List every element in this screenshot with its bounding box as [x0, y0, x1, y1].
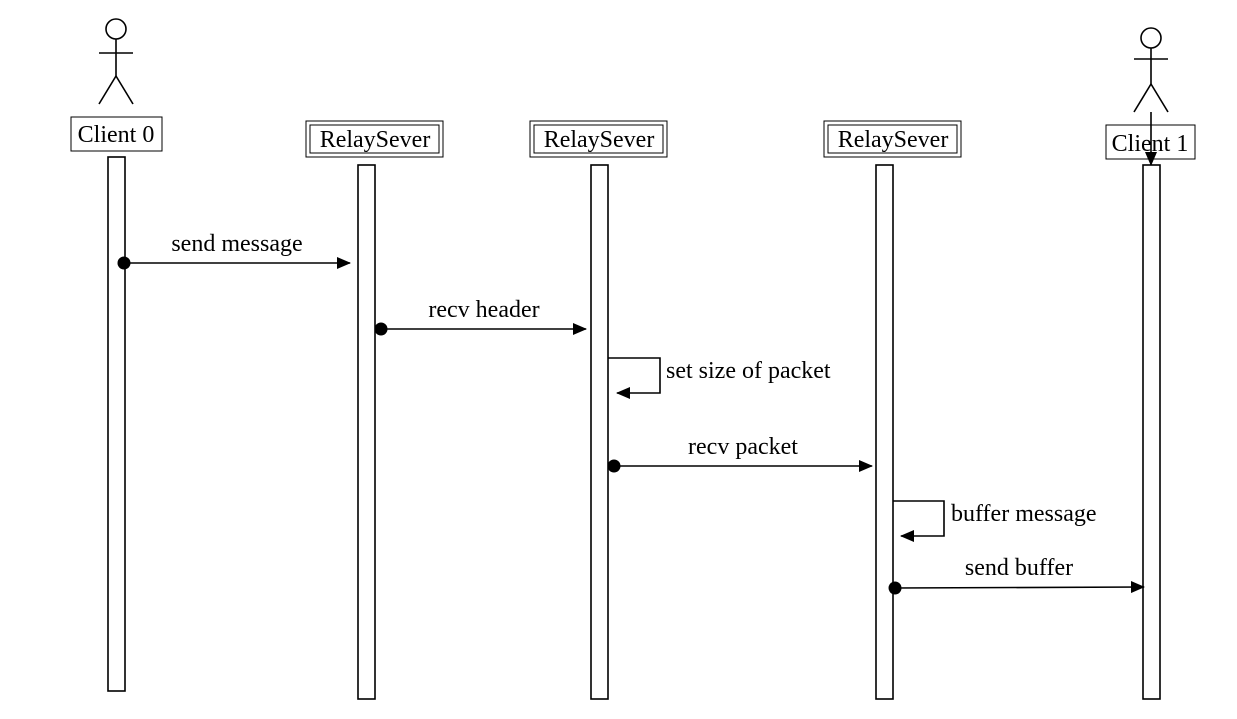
relay-1-label: RelaySever: [320, 127, 431, 153]
client-1-lifeline: [1142, 164, 1161, 700]
relay-2-label: RelaySever: [544, 127, 655, 153]
client-0-label: Client 0: [78, 122, 155, 148]
message-send-buffer-label: send buffer: [965, 555, 1073, 581]
actor-client-1-icon: [1133, 27, 1169, 113]
client-0-label-box: [70, 116, 163, 152]
message-recv-packet: [607, 459, 873, 473]
message-send-message-label: send message: [171, 231, 302, 257]
relay-3-label: RelaySever: [838, 127, 949, 153]
self-message-buffer-message-label: buffer message: [951, 501, 1097, 527]
message-send-message: [117, 256, 351, 270]
actor-client-0-icon: [98, 18, 134, 105]
self-message-set-size-of-packet: [608, 357, 661, 399]
message-send-buffer: [888, 581, 1145, 595]
client-1-label: Client 1: [1112, 131, 1189, 157]
relay-1-lifeline: [357, 164, 376, 700]
relay-3-lifeline: [875, 164, 894, 700]
client-0-lifeline: [107, 156, 126, 692]
message-recv-packet-label: recv packet: [688, 434, 798, 460]
message-recv-header-label: recv header: [428, 297, 539, 323]
self-message-set-size-of-packet-label: set size of packet: [666, 358, 831, 384]
self-message-buffer-message: [893, 500, 945, 542]
message-recv-header: [374, 322, 587, 336]
relay-2-lifeline: [590, 164, 609, 700]
